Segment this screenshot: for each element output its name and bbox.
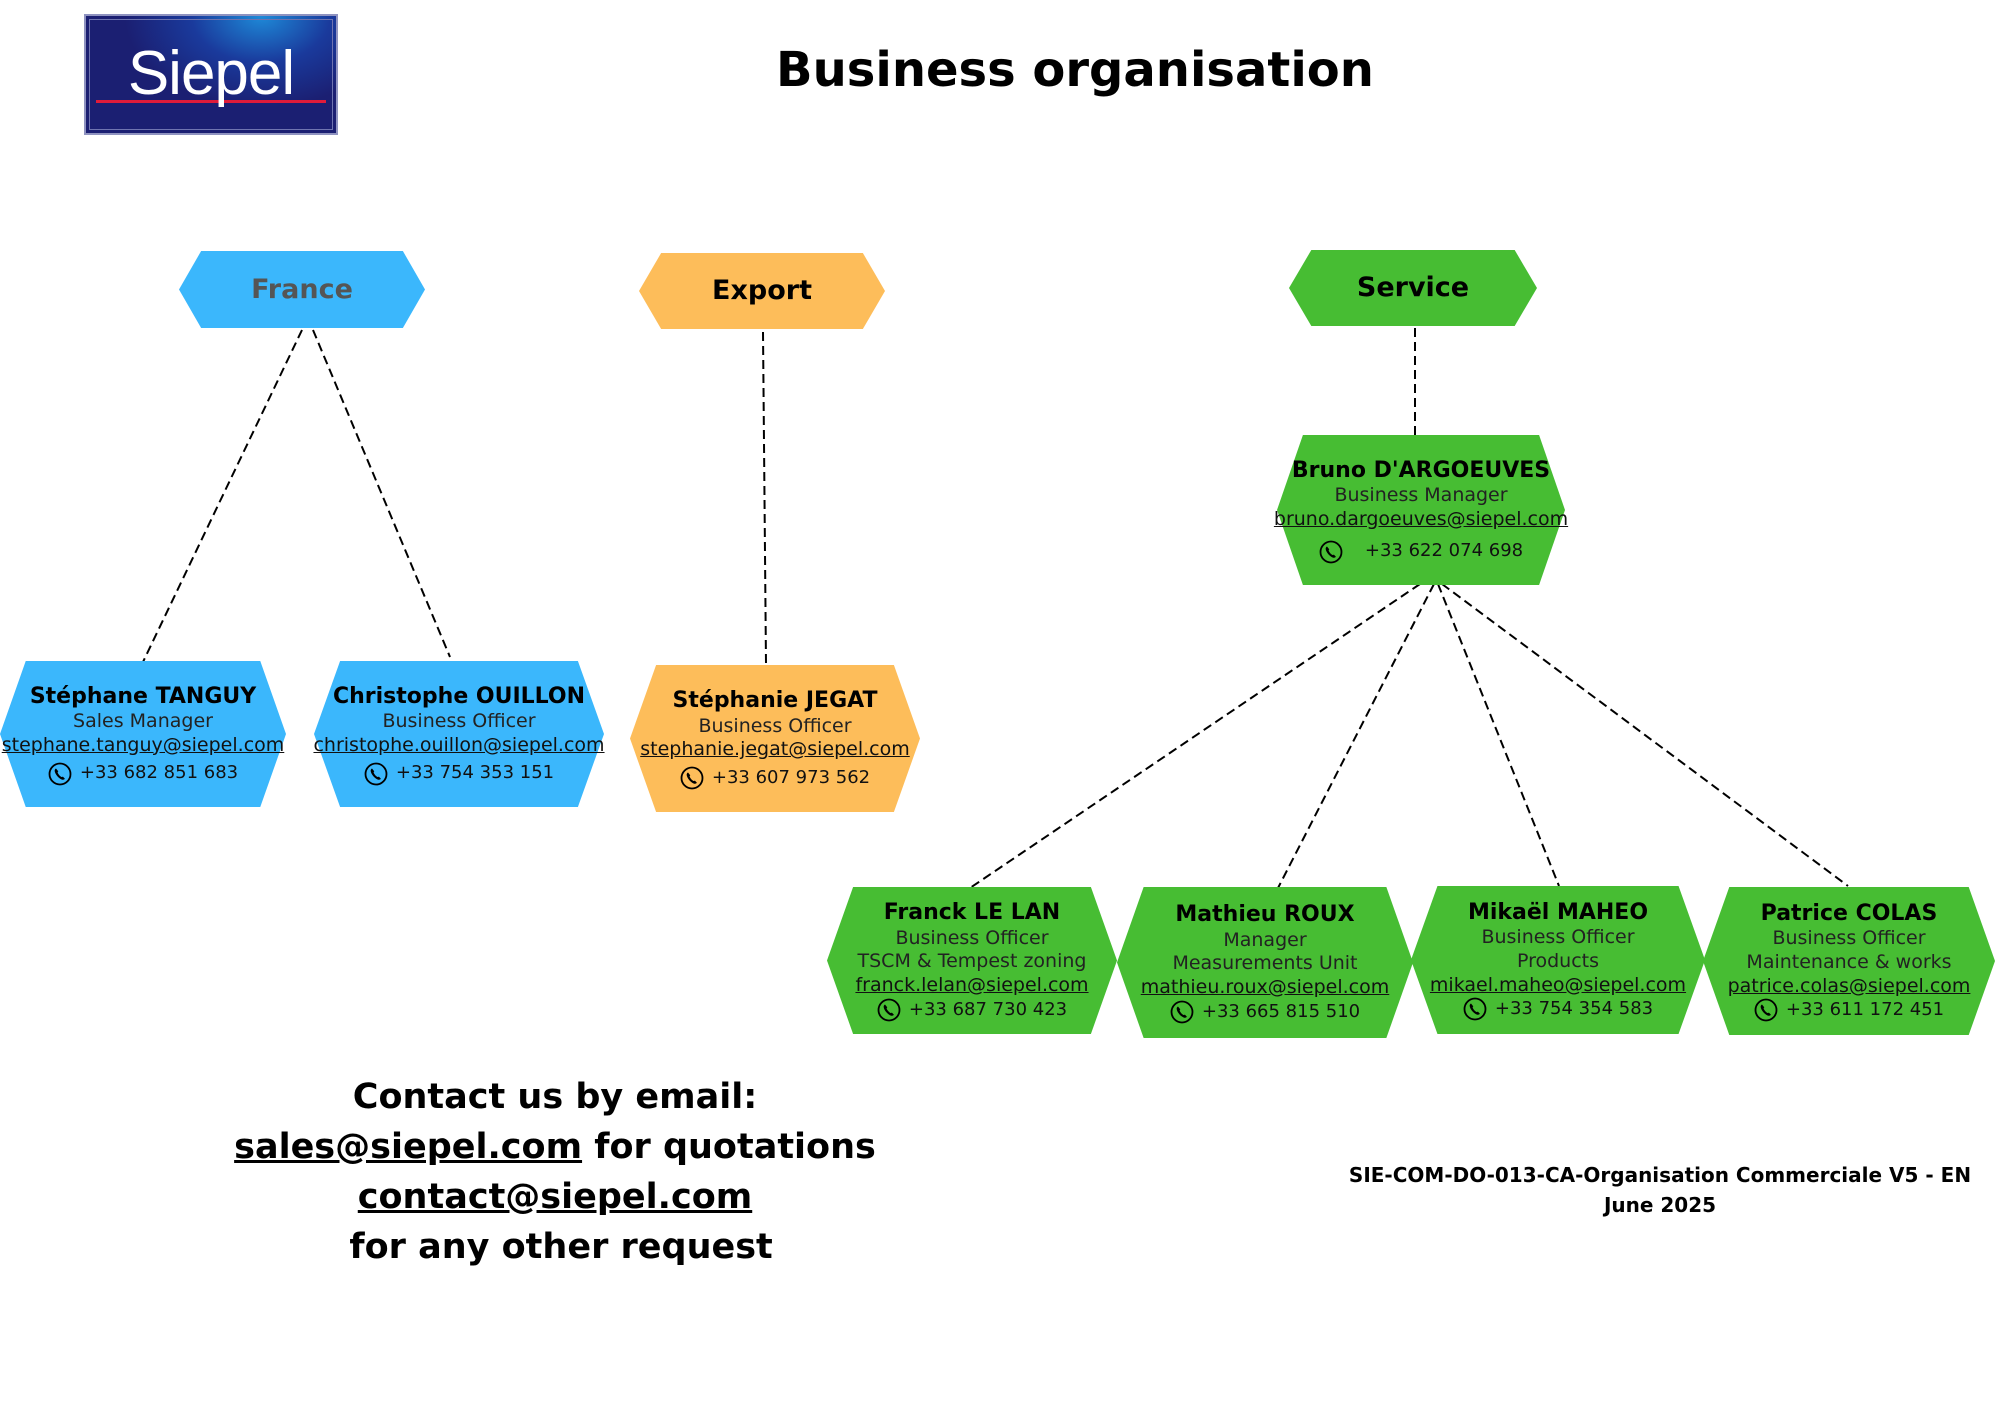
person-phone: +33 754 353 151 (313, 762, 604, 786)
document-code: SIE-COM-DO-013-CA-Organisation Commercia… (1348, 1163, 1972, 1187)
hex-shape (179, 251, 425, 328)
person-email-link[interactable]: christophe.ouillon@siepel.com (313, 733, 605, 756)
hex-shape (1117, 887, 1413, 1038)
logo-text: Siepel (127, 39, 295, 108)
person-phone: +33 682 851 683 (2, 762, 285, 786)
person-card-colas: Patrice COLAS Business Officer Maintenan… (1703, 887, 1995, 1035)
hex-shape (1703, 887, 1995, 1035)
person-phone-number: +33 754 353 151 (395, 762, 555, 784)
person-card-roux: Mathieu ROUX Manager Measurements Unit m… (1117, 887, 1413, 1038)
hex-shape (314, 661, 604, 807)
connector-export-jegat (762, 331, 767, 665)
siepel-logo: Siepel (84, 14, 338, 135)
hex-shape (1289, 250, 1537, 326)
person-email-link[interactable]: patrice.colas@siepel.com (1727, 974, 1971, 997)
person-phone-number: +33 665 815 510 (1201, 1000, 1361, 1022)
contact-section: Contact us by email: sales@siepel.com fo… (140, 1072, 970, 1272)
person-email-link[interactable]: stephanie.jegat@siepel.com (640, 738, 910, 761)
connector-dargoeuves-colas (1441, 583, 1849, 887)
person-email-link[interactable]: franck.lelan@siepel.com (855, 974, 1089, 997)
hex-shape (1411, 886, 1705, 1034)
person-name: Stéphanie JEGAT (672, 688, 878, 713)
person-email-link[interactable]: stephane.tanguy@siepel.com (1, 733, 285, 756)
hex-shape (0, 661, 286, 807)
person-phone: +33 754 354 583 (1430, 997, 1686, 1021)
person-unit: Maintenance & works (1746, 950, 1952, 973)
person-card-tanguy: Stéphane TANGUY Sales Manager stephane.t… (0, 661, 286, 807)
department-label: France (251, 273, 353, 305)
person-role: Business Manager (1334, 484, 1508, 506)
person-email-link[interactable]: mathieu.roux@siepel.com (1140, 976, 1390, 999)
person-email-link[interactable]: mikael.maheo@siepel.com (1429, 973, 1687, 996)
phone-icon (1754, 998, 1778, 1022)
person-role: Manager (1223, 928, 1307, 951)
person-phone-number: +33 754 354 583 (1494, 998, 1654, 1020)
person-phone: +33 607 973 562 (640, 766, 909, 790)
person-card-jegat: Stéphanie JEGAT Business Officer stephan… (630, 665, 920, 812)
person-role: Sales Manager (73, 710, 213, 732)
person-card-maheo: Mikaël MAHEO Business Officer Products m… (1411, 886, 1705, 1034)
person-card-lelan: Franck LE LAN Business Officer TSCM & Te… (827, 887, 1117, 1034)
person-phone: +33 687 730 423 (855, 998, 1088, 1022)
person-phone-number: +33 622 074 698 (1364, 540, 1524, 562)
person-name: Mathieu ROUX (1175, 902, 1355, 928)
document-reference: SIE-COM-DO-013-CA-Organisation Commercia… (1340, 1160, 1980, 1220)
phone-icon (1319, 540, 1343, 563)
phone-icon (1170, 1000, 1194, 1024)
person-role: Business Officer (895, 926, 1049, 949)
person-name: Bruno D'ARGOEUVES (1291, 457, 1551, 483)
person-name: Franck LE LAN (883, 900, 1061, 926)
connector-france-ouillon (312, 329, 451, 658)
person-card-dargoeuves: Bruno D'ARGOEUVES Business Manager bruno… (1273, 435, 1569, 585)
connector-dargoeuves-maheo (1437, 583, 1560, 887)
person-email-link[interactable]: bruno.dargoeuves@siepel.com (1273, 507, 1569, 530)
phone-icon (364, 762, 388, 785)
sales-email-link[interactable]: sales@siepel.com (234, 1127, 583, 1167)
person-phone: +33 665 815 510 (1141, 1000, 1390, 1024)
phone-icon (877, 998, 901, 1022)
person-phone: +33 611 172 451 (1728, 998, 1971, 1022)
person-card-ouillon: Christophe OUILLON Business Officer chri… (313, 661, 605, 807)
person-role: Business Officer (1481, 926, 1635, 949)
sales-email-purpose: for quotations (582, 1127, 876, 1167)
person-role: Business Officer (1772, 927, 1926, 950)
person-role: Business Officer (382, 710, 536, 732)
page-title: Business organisation (776, 42, 1374, 98)
department-france: France (179, 251, 425, 328)
document-date: June 2025 (1603, 1193, 1717, 1217)
department-service: Service (1289, 250, 1537, 326)
connector-dargoeuves-lelan (969, 583, 1421, 889)
contact-email-purpose: for any other request (337, 1227, 773, 1267)
contact-sales-line: sales@siepel.com for quotations (140, 1122, 970, 1172)
person-name: Patrice COLAS (1760, 900, 1938, 926)
hex-shape (630, 665, 920, 812)
department-label: Export (712, 275, 812, 307)
department-export: Export (639, 253, 885, 329)
contact-email-link[interactable]: contact@siepel.com (357, 1177, 753, 1217)
connector-france-tanguy (141, 329, 303, 665)
contact-heading: Contact us by email: (352, 1077, 758, 1117)
person-phone-number: +33 611 172 451 (1785, 999, 1945, 1021)
person-phone-number: +33 607 973 562 (711, 766, 871, 788)
department-label: Service (1356, 272, 1470, 304)
person-name: Mikaël MAHEO (1467, 899, 1649, 925)
person-phone-number: +33 687 730 423 (908, 998, 1068, 1020)
person-unit: Products (1516, 949, 1600, 972)
hex-shape (827, 887, 1117, 1034)
contact-general-line: contact@siepel.com for any other request (140, 1172, 970, 1272)
person-name: Christophe OUILLON (332, 683, 586, 709)
person-phone: +33 622 074 698 (1274, 540, 1568, 564)
logo-red-line (96, 100, 326, 103)
person-unit: TSCM & Tempest zoning (857, 950, 1087, 973)
phone-icon (48, 762, 72, 785)
person-role: Business Officer (698, 714, 852, 737)
person-phone-number: +33 682 851 683 (79, 762, 239, 784)
phone-icon (680, 766, 704, 790)
person-unit: Measurements Unit (1172, 952, 1358, 975)
connector-dargoeuves-roux (1277, 583, 1435, 889)
person-name: Stéphane TANGUY (29, 683, 257, 709)
phone-icon (1463, 997, 1487, 1021)
hex-shape (639, 253, 885, 329)
